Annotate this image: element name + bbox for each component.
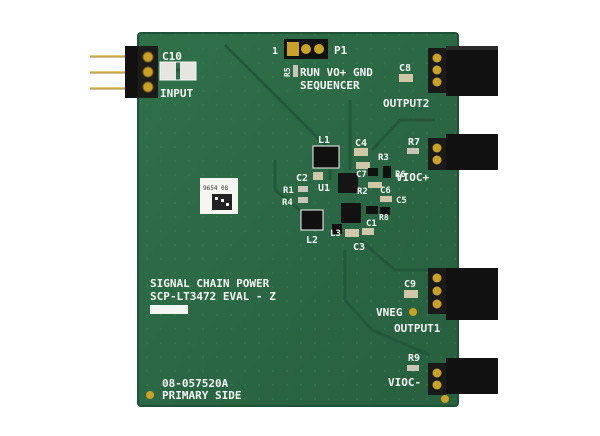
barcode-sticker [200,178,238,214]
label-r3: R3 [378,153,389,163]
label-vneg: VNEG [376,306,403,319]
label-board-model: SCP-LT3472 EVAL - Z [150,290,276,303]
c9-capacitor [404,290,418,298]
label-c5: C5 [396,196,407,206]
label-sequencer-pins: RUN VO+ GND [300,66,373,79]
c8-capacitor [399,74,413,82]
label-vioc-plus: VIOC+ [396,171,429,184]
label-r8: R8 [379,213,389,222]
silkscreen-text: C10 INPUT 1 P1 R5 RUN VO+ GND SEQUENCER … [150,44,441,402]
vioc-plus-header [428,134,498,170]
label-r9: R9 [408,353,420,364]
label-p1-pin1: 1 [272,46,278,57]
label-l2: L2 [306,235,318,246]
label-board-title: SIGNAL CHAIN POWER [150,277,270,290]
label-r1: R1 [283,186,294,196]
label-r2: R2 [357,187,368,197]
label-r5: R5 [283,67,292,77]
label-c1: C1 [366,219,377,229]
r9-resistor [407,365,419,371]
title-bar-silk [150,305,188,314]
output2-header [428,46,498,96]
mounting-holes [146,391,449,403]
label-c10: C10 [162,50,182,63]
label-input: INPUT [160,87,193,100]
pcb-board [137,32,459,407]
c10-pads [159,61,197,81]
label-c3: C3 [353,242,365,253]
label-c6: C6 [380,186,391,196]
label-p1: P1 [334,44,348,57]
label-sequencer: SEQUENCER [300,79,360,92]
label-c4: C4 [355,138,367,149]
label-vioc-minus: VIOC- [388,376,421,389]
r5-resistor [293,65,298,77]
label-r6: R6 [395,170,406,180]
label-l3: L3 [330,229,341,239]
label-l1: L1 [318,135,330,146]
center-components [298,145,392,237]
p1-header [284,39,328,59]
label-c8: C8 [399,63,411,74]
label-r4: R4 [282,198,293,208]
label-output2: OUTPUT2 [383,97,429,110]
r7-resistor [407,148,419,154]
label-c7: C7 [356,170,367,180]
label-sticker-code: 9654 08 [203,185,229,192]
label-c2: C2 [296,173,308,184]
input-header [90,46,158,98]
output1-header [428,268,498,320]
label-r7: R7 [408,137,420,148]
label-output1: OUTPUT1 [394,322,441,335]
vneg-testpoint [409,308,417,316]
label-u1: U1 [318,183,330,194]
label-part-number: 08-057520A [162,377,229,390]
label-primary-side: PRIMARY SIDE [162,389,241,402]
label-c9: C9 [404,279,416,290]
vioc-minus-header [428,358,498,395]
